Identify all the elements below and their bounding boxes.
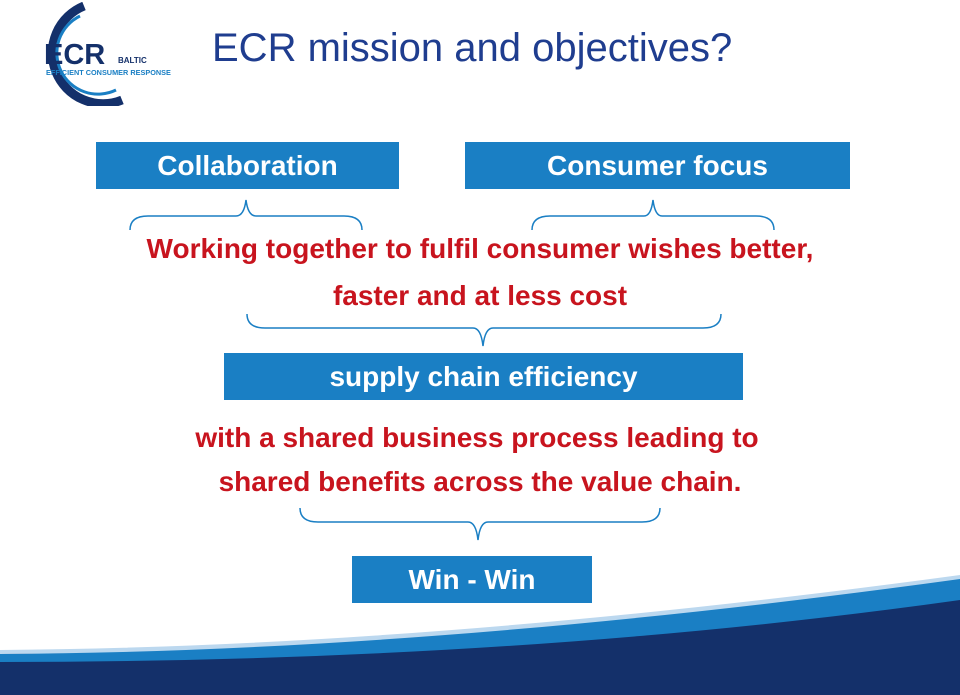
logo-arc bbox=[47, 2, 124, 106]
consumer-focus-box: Consumer focus bbox=[465, 142, 850, 189]
supply-chain-efficiency-box: supply chain efficiency bbox=[224, 353, 743, 400]
ecr-baltic-logo: ECR BALTIC EFFICIENT CONSUMER RESPONSE bbox=[44, 2, 171, 106]
brace-supply-chain bbox=[246, 313, 722, 347]
brace-consumer-focus bbox=[531, 199, 775, 231]
logo-arc-accent bbox=[55, 14, 117, 96]
brace-win-win bbox=[299, 507, 661, 541]
page-title: ECR mission and objectives? bbox=[212, 26, 733, 70]
statement-line-2: faster and at less cost bbox=[332, 280, 628, 311]
statement-line-3: with a shared business process leading t… bbox=[195, 422, 759, 453]
brace-collaboration bbox=[129, 199, 363, 231]
statement-line-1: Working together to fulfil consumer wish… bbox=[146, 233, 814, 264]
footer-wave-decoration bbox=[0, 575, 960, 695]
win-win-box: Win - Win bbox=[352, 556, 592, 603]
collaboration-box: Collaboration bbox=[96, 142, 399, 189]
logo-tagline: EFFICIENT CONSUMER RESPONSE bbox=[46, 68, 171, 77]
statement-line-4: shared benefits across the value chain. bbox=[218, 466, 742, 497]
logo-brand: ECR bbox=[44, 39, 105, 71]
logo-sub: BALTIC bbox=[118, 56, 147, 65]
